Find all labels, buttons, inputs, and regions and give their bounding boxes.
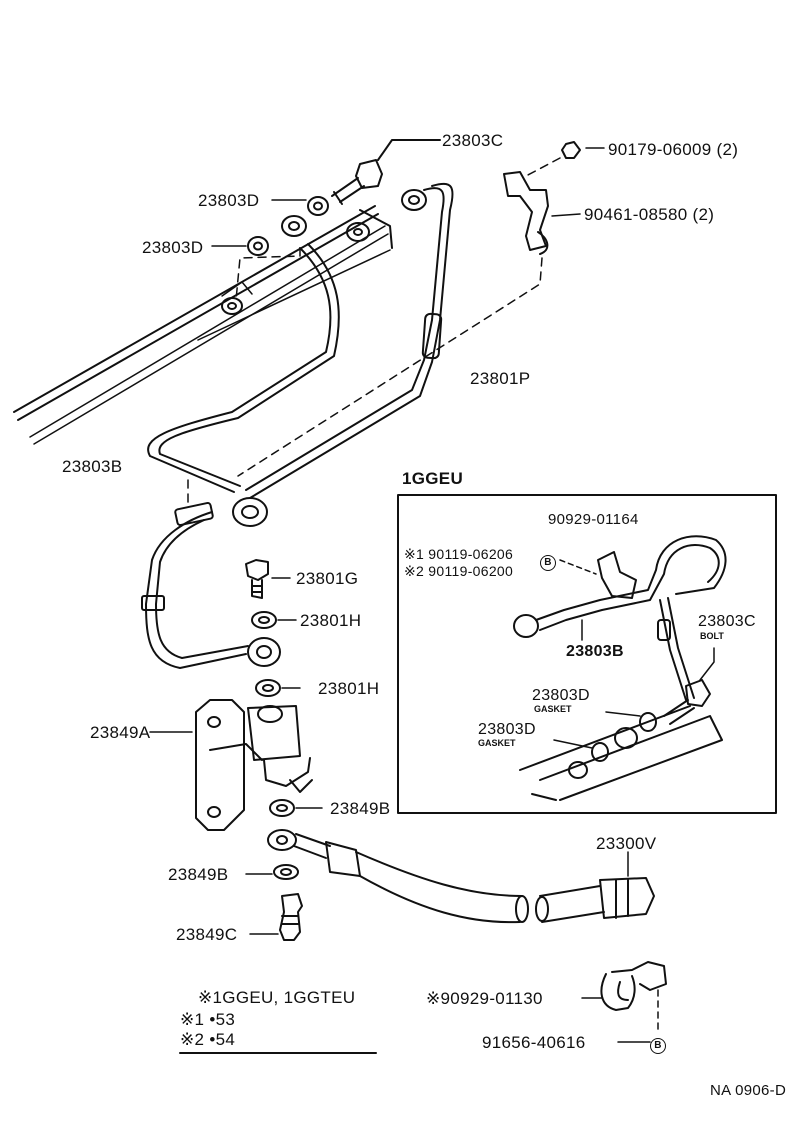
- label-90461-08580: 90461-08580 (2): [584, 205, 715, 224]
- label-23801h-a: 23801H: [300, 611, 362, 630]
- fuel-pipe-lower: [142, 502, 280, 668]
- inset-box: [398, 495, 776, 813]
- washers-23801h: [252, 612, 300, 696]
- label-23803d-a: 23803D: [198, 191, 260, 210]
- gaskets-23803d: [212, 197, 328, 255]
- legend-line-3: ※2 •54: [180, 1030, 236, 1049]
- fuel-pipe-upper: [148, 184, 452, 526]
- label-inset-23803b: 23803B: [566, 643, 624, 660]
- legend-line-1: ※1GGEU, 1GGTEU: [198, 988, 356, 1007]
- circle-b-inset: B: [540, 551, 556, 571]
- label-91656-40616: 91656-40616: [482, 1033, 586, 1052]
- label-23801g: 23801G: [296, 569, 359, 588]
- fuel-hose-23300v: [268, 830, 654, 922]
- inset-note-2: ※2 90119-06200: [404, 563, 514, 579]
- label-inset-23803c: 23803C: [698, 613, 756, 630]
- label-inset-gasket-b: GASKET: [478, 738, 516, 748]
- circle-b-bottom: B: [650, 1034, 666, 1054]
- label-23801h-b: 23801H: [318, 679, 380, 698]
- label-90179-06009: 90179-06009 (2): [608, 140, 739, 159]
- union-bracket-23849a: [150, 700, 312, 830]
- label-23849c: 23849C: [176, 925, 238, 944]
- label-inset-gasket-a: GASKET: [534, 704, 572, 714]
- diagram-code: NA 0906-D: [710, 1082, 787, 1099]
- delivery-pipe-rail: [14, 206, 392, 444]
- legend-line-2: ※1 •53: [180, 1010, 236, 1029]
- label-23849b-a: 23849B: [330, 799, 391, 818]
- label-90929-01164: 90929-01164: [548, 511, 639, 528]
- bolt-23849c: [250, 894, 302, 940]
- label-90929-01130: ※90929-01130: [426, 989, 543, 1008]
- label-23803c: 23803C: [442, 131, 504, 150]
- bolt-23801g: [246, 560, 290, 598]
- label-23849a: 23849A: [90, 723, 151, 742]
- label-23803d-b: 23803D: [142, 238, 204, 257]
- label-inset-23803d-b: 23803D: [478, 721, 536, 738]
- dashed-leaders: [188, 158, 560, 504]
- inset-note-1: ※1 90119-06206: [404, 546, 514, 562]
- label-23801p: 23801P: [470, 369, 531, 388]
- label-inset-23803d-a: 23803D: [532, 687, 590, 704]
- label-inset-bolt: BOLT: [700, 631, 724, 641]
- washers-23849b: [246, 800, 322, 879]
- bracket-90461: [504, 142, 604, 254]
- label-23849b-b: 23849B: [168, 865, 229, 884]
- label-23300v: 23300V: [596, 834, 657, 853]
- inset-title: 1GGEU: [402, 469, 464, 488]
- clamp-90929-01130: [582, 962, 666, 1010]
- label-23803b: 23803B: [62, 457, 123, 476]
- bolt-23803c: [332, 140, 440, 204]
